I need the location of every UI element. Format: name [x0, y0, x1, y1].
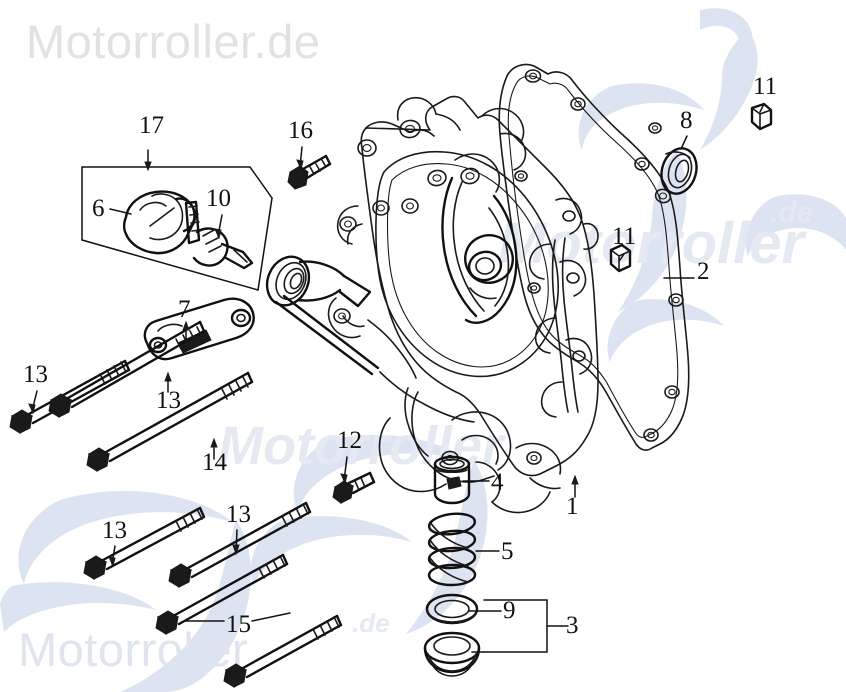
- part-gasket-2: [498, 63, 690, 451]
- group-bracket-17: [81, 149, 273, 291]
- callout-17: 17: [139, 112, 164, 139]
- watermark-bottom-left: Motorroller: [18, 623, 249, 676]
- part-seal-ring-9-upper: [425, 593, 479, 625]
- callout-13-b: 13: [156, 387, 181, 414]
- callout-8: 8: [680, 107, 693, 134]
- callout-14: 14: [202, 449, 227, 476]
- callout-10: 10: [206, 185, 231, 212]
- callout-2: 2: [697, 258, 710, 285]
- callout-5: 5: [501, 538, 514, 565]
- callout-13-d: 13: [226, 501, 251, 528]
- callout-13-c: 13: [102, 517, 127, 544]
- leader-lines: [28, 103, 765, 653]
- part-pump-shaft-10: [192, 227, 254, 270]
- callout-1: 1: [566, 493, 579, 520]
- part-flange-bolt-15-a: [155, 553, 289, 635]
- callout-15: 15: [226, 611, 251, 638]
- part-oil-seal-8: [660, 147, 698, 195]
- callout-11-top: 11: [753, 73, 778, 100]
- callout-9: 9: [503, 597, 516, 624]
- part-oil-pump-6: [122, 190, 201, 255]
- part-flange-bolt-14: [86, 371, 254, 472]
- part-seal-ring-9-lower: [423, 631, 481, 677]
- watermark-center-left: Motorroller: [218, 416, 504, 476]
- part-bolt-12: [332, 471, 376, 504]
- part-flange-bolt-13-c: [83, 506, 206, 580]
- watermark-de-bottom: .de: [352, 608, 390, 638]
- callout-3: 3: [566, 612, 579, 639]
- callout-4: 4: [491, 469, 504, 496]
- part-dowel-pin-11-mid: [609, 243, 632, 273]
- part-flange-bolt-13-a: [9, 359, 131, 434]
- watermark-top-left: Motorroller.de: [26, 15, 321, 68]
- watermark-de-right: .de: [770, 196, 814, 229]
- part-crankcase-cover-1: [327, 95, 599, 514]
- callout-13-a: 13: [23, 361, 48, 388]
- part-kickstart-coil: [265, 255, 380, 376]
- part-flange-bolt-13-b: [48, 320, 206, 418]
- part-spring-5: [427, 512, 477, 587]
- callout-7: 7: [178, 296, 191, 323]
- part-lever-arm-7: [143, 297, 255, 361]
- group-bracket-3: [483, 599, 569, 653]
- callout-16: 16: [288, 117, 313, 144]
- part-flange-bolt-13-d: [168, 501, 312, 588]
- callout-6: 6: [92, 195, 105, 222]
- part-collar-bush-4: [433, 455, 471, 505]
- part-screw-16: [287, 154, 332, 190]
- part-flange-bolt-15-b: [223, 614, 343, 688]
- callout-11-mid: 11: [612, 223, 637, 250]
- callout-12: 12: [337, 427, 362, 454]
